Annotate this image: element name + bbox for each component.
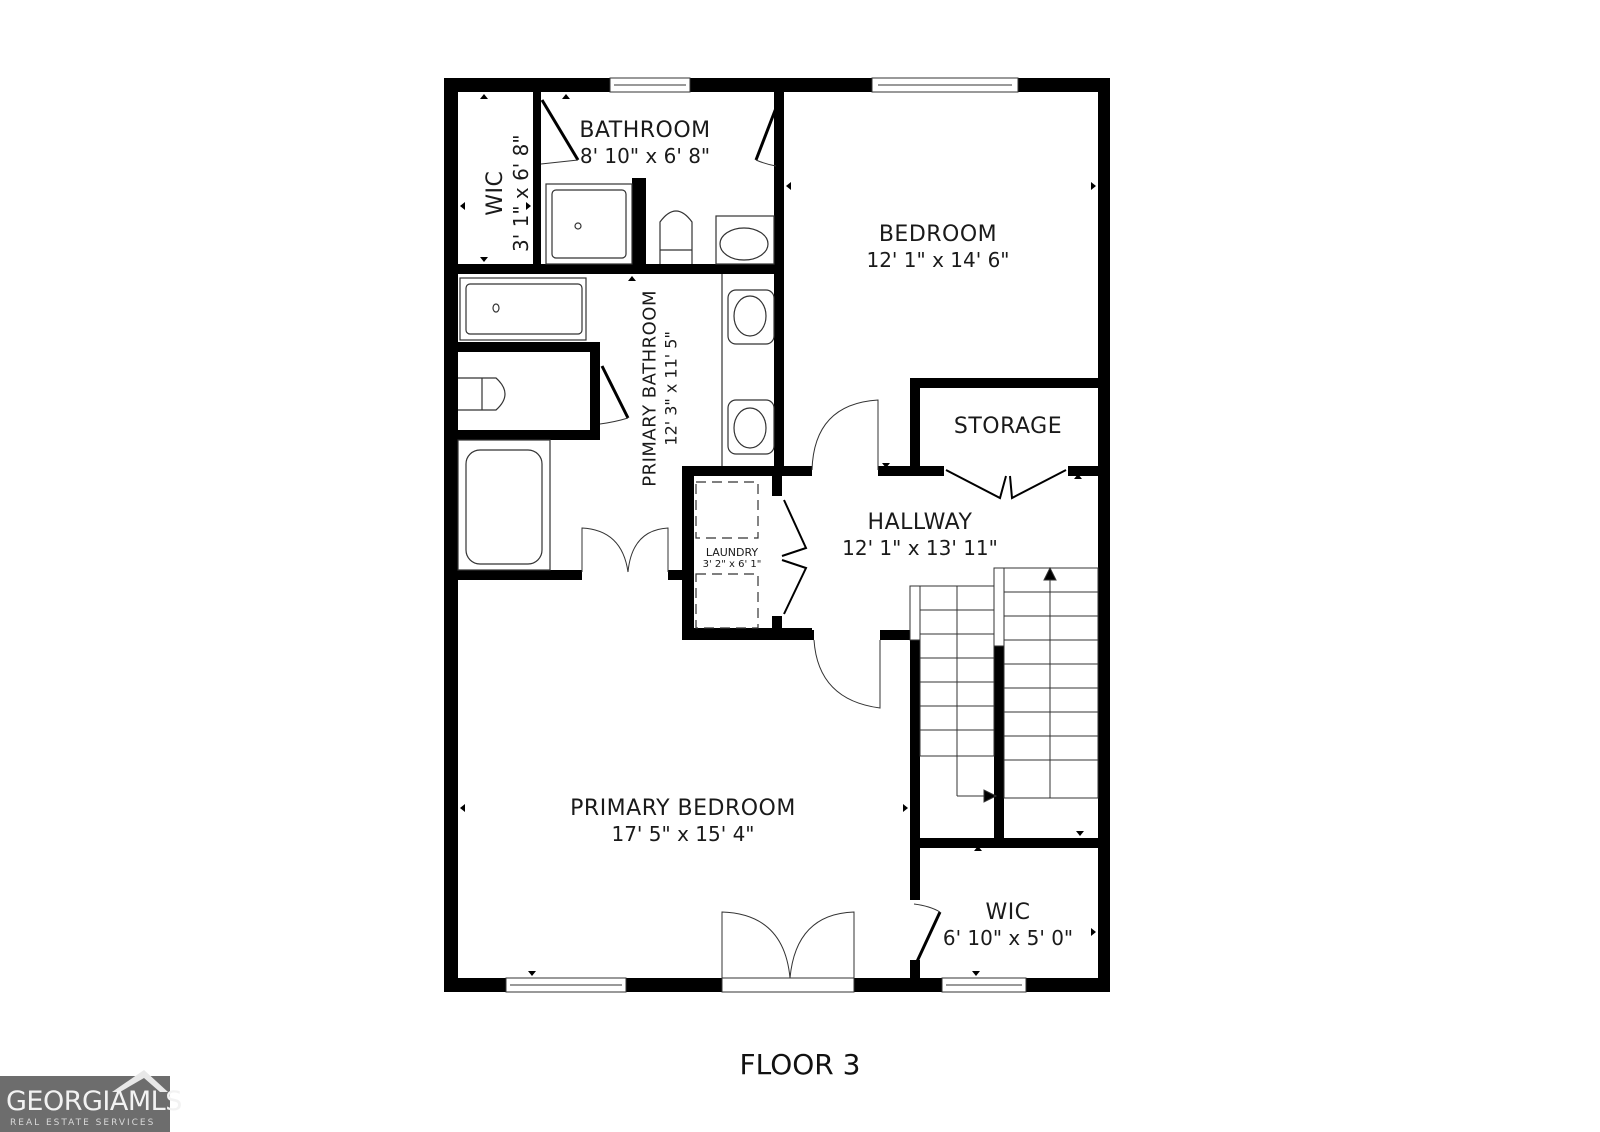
room-dims: 12' 1" x 14' 6"	[866, 248, 1010, 273]
doors	[540, 99, 1067, 979]
room-dims: 12' 1" x 13' 11"	[842, 536, 998, 561]
logo-subtitle: REAL ESTATE SERVICES	[10, 1118, 156, 1128]
room-name: BATHROOM	[579, 118, 711, 143]
dimension-markers	[460, 94, 1096, 976]
room-name: HALLWAY	[867, 510, 973, 535]
room-bathroom: BATHROOM 8' 10" x 6' 8"	[560, 118, 730, 168]
room-name: PRIMARY BATHROOM	[639, 290, 661, 487]
room-name: STORAGE	[953, 414, 1063, 439]
room-wic-bottom: WIC 6' 10" x 5' 0"	[928, 900, 1088, 950]
room-dims: 3' 1" x 6' 8"	[509, 134, 534, 252]
fixtures	[457, 183, 775, 629]
logo-text: GEORGIAMLS	[6, 1086, 182, 1117]
room-laundry: LAUNDRY 3' 2" x 6' 1"	[694, 546, 770, 571]
room-name: WIC	[482, 170, 508, 216]
room-name: LAUNDRY	[705, 546, 759, 559]
room-wic-top: WIC 3' 1" x 6' 8"	[483, 113, 533, 273]
room-dims: 17' 5" x 15' 4"	[611, 822, 755, 847]
floor-title: FLOOR 3	[739, 1048, 861, 1081]
windows	[505, 77, 1027, 993]
room-primary-bathroom: PRIMARY BATHROOM 12' 3" x 11' 5"	[640, 268, 681, 508]
room-dims: 12' 3" x 11' 5"	[661, 331, 681, 446]
room-primary-bedroom: PRIMARY BEDROOM 17' 5" x 15' 4"	[543, 796, 823, 846]
roof-icon	[112, 1070, 168, 1092]
room-dims: 3' 2" x 6' 1"	[702, 559, 762, 571]
room-storage: STORAGE	[928, 414, 1088, 440]
georgia-mls-logo: GEORGIAMLS REAL ESTATE SERVICES	[0, 1070, 182, 1132]
stairs	[909, 566, 1099, 803]
room-name: BEDROOM	[878, 222, 998, 247]
room-hallway: HALLWAY 12' 1" x 13' 11"	[820, 510, 1020, 560]
room-dims: 8' 10" x 6' 8"	[579, 144, 711, 169]
room-name: WIC	[985, 900, 1031, 925]
room-bedroom: BEDROOM 12' 1" x 14' 6"	[838, 222, 1038, 272]
room-name: PRIMARY BEDROOM	[570, 796, 796, 821]
room-dims: 6' 10" x 5' 0"	[942, 926, 1074, 951]
